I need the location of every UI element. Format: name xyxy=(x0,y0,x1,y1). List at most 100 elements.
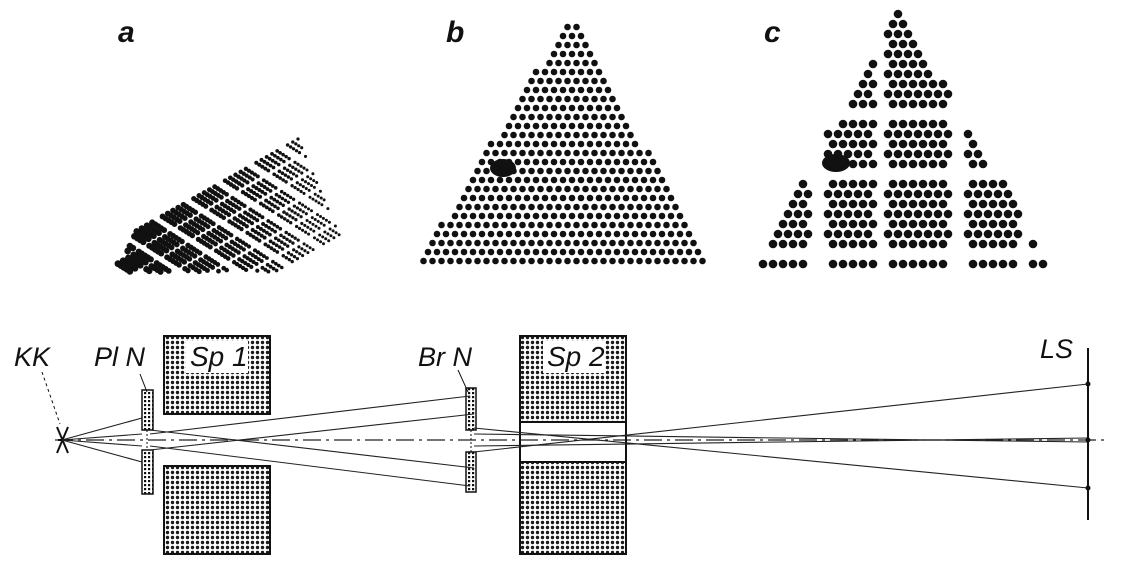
lattice-dot xyxy=(618,149,625,157)
lattice-dot xyxy=(483,239,490,247)
lattice-dot xyxy=(828,219,838,229)
lattice-dot xyxy=(487,140,495,148)
lattice-dot xyxy=(640,212,648,220)
lattice-dot xyxy=(828,179,838,189)
lattice-dot xyxy=(978,179,988,189)
block-dot xyxy=(150,233,157,240)
lattice-dot xyxy=(681,257,688,265)
lattice-dot xyxy=(1008,199,1018,209)
lattice-dot xyxy=(469,248,477,256)
block-dot xyxy=(322,198,326,202)
block-dot xyxy=(309,227,313,231)
lattice-dot xyxy=(541,140,549,148)
lattice-dot xyxy=(591,239,598,247)
lattice-dot xyxy=(451,230,459,238)
lattice-dot xyxy=(938,199,948,209)
lattice-dot xyxy=(898,99,908,109)
lattice-dot xyxy=(893,89,903,99)
lattice-dot xyxy=(933,229,943,239)
lattice-dot xyxy=(838,239,848,249)
block-dot xyxy=(298,208,302,212)
lattice-dot xyxy=(577,158,585,166)
lattice-dot xyxy=(433,230,441,238)
block-dot xyxy=(285,193,290,198)
optical-diagram: Sp 1 Sp 2 xyxy=(41,335,1105,555)
lattice-dot xyxy=(631,158,639,166)
lattice-dot xyxy=(690,257,697,265)
block-dot xyxy=(278,176,283,180)
lattice-dot xyxy=(853,229,863,239)
lattice-dot xyxy=(983,209,993,219)
lattice-dot xyxy=(933,209,943,219)
block-dot xyxy=(273,153,277,158)
lattice-dot xyxy=(600,257,607,265)
lattice-dot xyxy=(582,203,589,211)
lattice-dot xyxy=(442,248,450,256)
lattice-dot xyxy=(943,149,953,159)
block-dot xyxy=(288,163,292,167)
block-dot xyxy=(279,233,283,238)
block-dot xyxy=(305,168,309,172)
lattice-dot xyxy=(577,86,585,94)
lattice-dot xyxy=(843,229,853,239)
lattice-dot xyxy=(595,176,603,184)
lattice-dot xyxy=(438,221,445,229)
block-dot xyxy=(255,174,260,179)
lattice-dot xyxy=(438,257,445,265)
lattice-dot xyxy=(586,50,594,58)
block-dot xyxy=(303,249,307,253)
block-dot xyxy=(256,231,261,236)
lattice-dot xyxy=(622,176,630,184)
block-dot xyxy=(309,177,313,181)
block-dot xyxy=(264,230,269,235)
lattice-dot xyxy=(559,212,567,220)
lattice-dot xyxy=(672,257,679,265)
lattice-dot xyxy=(514,248,522,256)
lattice-dot xyxy=(550,68,558,76)
lattice-dot xyxy=(973,149,983,159)
lattice-dot xyxy=(768,239,778,249)
block-dot xyxy=(241,247,246,252)
block-dot xyxy=(287,232,291,237)
block-dot xyxy=(314,199,318,203)
lattice-dot xyxy=(573,41,580,49)
block-dot xyxy=(261,178,266,183)
lattice-dot xyxy=(928,99,938,109)
lattice-dot xyxy=(586,86,594,94)
block-dot xyxy=(286,251,291,255)
lattice-dot xyxy=(848,119,858,129)
block-dot xyxy=(129,244,137,252)
lattice-dot xyxy=(918,239,928,249)
lattice-dot xyxy=(510,149,517,157)
lattice-dot xyxy=(636,221,643,229)
lattice-dot xyxy=(923,89,933,99)
lattice-dot xyxy=(943,89,953,99)
lattice-dot xyxy=(537,131,544,139)
block-dot xyxy=(321,235,325,239)
block-dot xyxy=(260,189,265,194)
block-dot xyxy=(290,184,294,188)
block-dot xyxy=(292,204,297,208)
block-dot xyxy=(305,218,309,223)
block-dot xyxy=(196,268,202,275)
block-dot xyxy=(293,185,297,190)
block-dot xyxy=(269,195,274,200)
block-dot xyxy=(306,207,311,211)
block-dot xyxy=(168,244,175,251)
lattice-dot xyxy=(928,79,938,89)
block-dot xyxy=(313,192,317,196)
lattice-dot xyxy=(923,189,933,199)
lattice-dot xyxy=(564,221,571,229)
block-dot xyxy=(321,216,325,220)
lattice-dot xyxy=(537,221,544,229)
block-dot xyxy=(252,190,257,196)
block-dot xyxy=(216,268,221,274)
lattice-dot xyxy=(848,199,858,209)
lattice-dot xyxy=(541,230,549,238)
lattice-dot xyxy=(546,149,553,157)
lattice-dot xyxy=(838,199,848,209)
lattice-dot xyxy=(573,239,580,247)
lattice-dot xyxy=(898,59,908,69)
lattice-dot xyxy=(465,257,472,265)
block-dot xyxy=(300,221,304,226)
